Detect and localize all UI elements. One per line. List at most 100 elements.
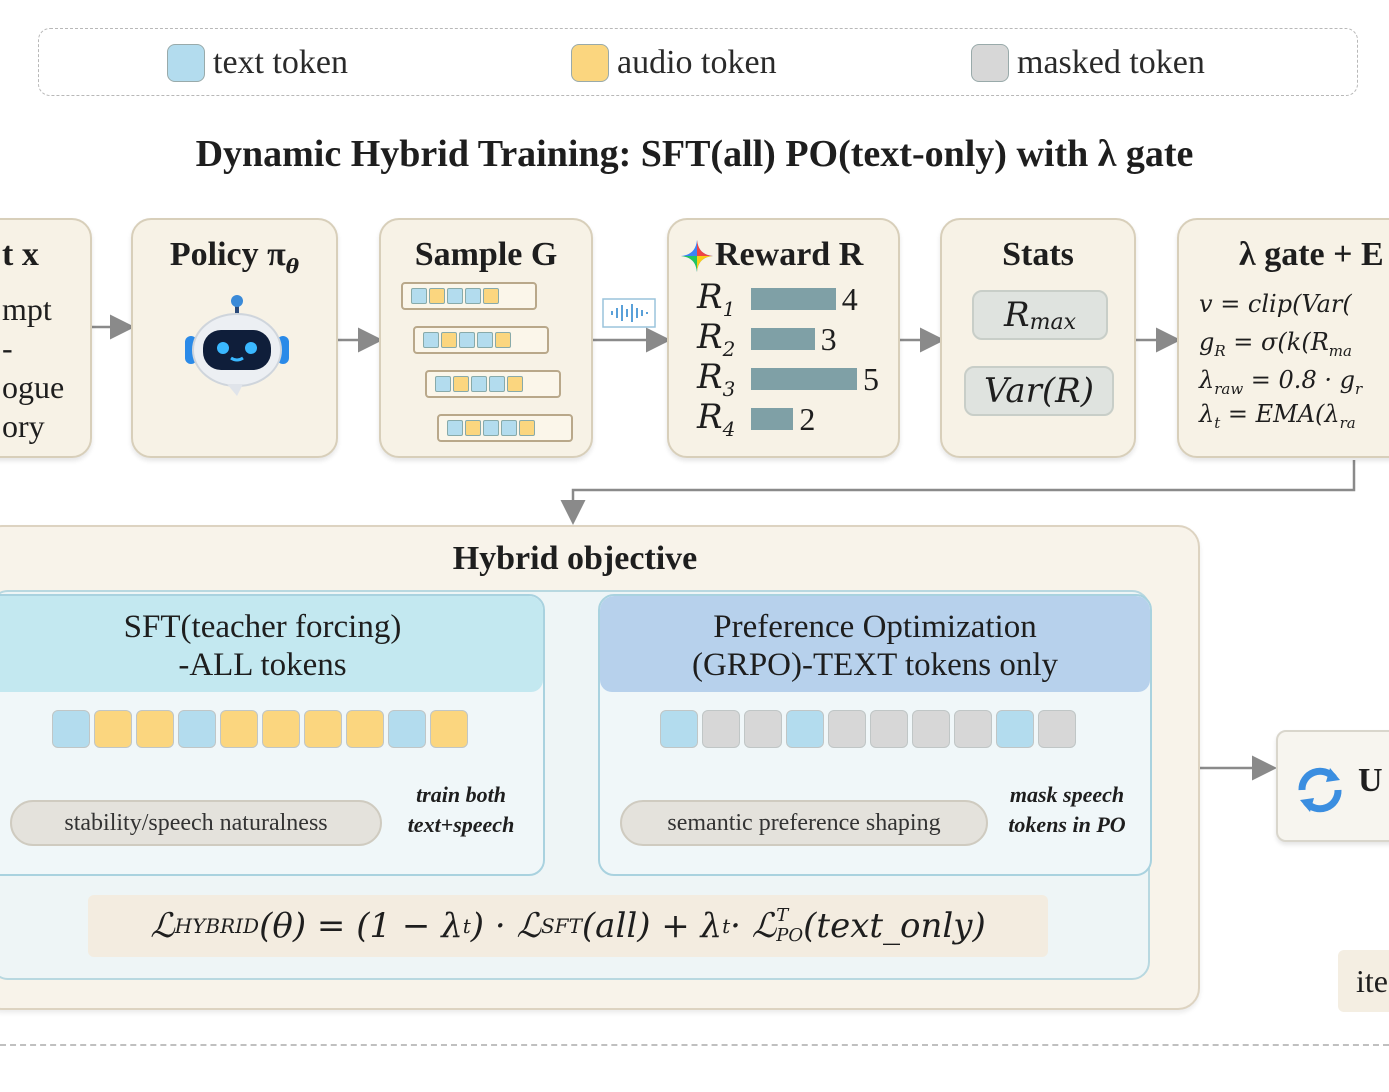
formula-sub: ma <box>1328 341 1352 360</box>
sft-note: train both text+speech <box>392 780 530 840</box>
update-label: U <box>1358 762 1383 799</box>
po-tag: semantic preference shaping <box>620 800 988 846</box>
reward-title: Reward R <box>715 236 864 273</box>
text-token <box>423 332 439 348</box>
reward-item: R4 2 <box>697 397 816 441</box>
text-token <box>447 420 463 436</box>
formula-sub: raw <box>1214 379 1244 398</box>
note-line: text+speech <box>407 812 515 837</box>
sample-row <box>437 414 573 442</box>
iter-box: ite <box>1338 950 1389 1012</box>
formula-sub: ra <box>1339 413 1356 432</box>
sample-row <box>413 326 549 354</box>
formula-sub: r <box>1354 379 1363 398</box>
text-token <box>996 710 1034 748</box>
text-token <box>388 710 426 748</box>
masked-token <box>870 710 908 748</box>
masked-token <box>828 710 866 748</box>
gate-formula-4: λt = EMA(λra <box>1199 400 1356 432</box>
gate-title: λ gate + E <box>1239 236 1384 273</box>
po-heading: Preference Optimization (GRPO)-TEXT toke… <box>600 596 1150 692</box>
formula-part: = 0.8 · g <box>1243 366 1355 394</box>
loss-sub: PO <box>776 925 804 946</box>
sample-stage: Sample G <box>379 218 593 458</box>
reward-name: R2 <box>697 317 736 361</box>
text-token-swatch <box>167 44 205 82</box>
text-token <box>471 376 487 392</box>
masked-token <box>912 710 950 748</box>
audio-wave-icon <box>602 298 656 328</box>
input-stage: t x mpt - ogue ory <box>0 218 92 458</box>
loss-sub: t <box>722 914 731 938</box>
loss-sub: t <box>462 914 471 938</box>
audio-token <box>495 332 511 348</box>
po-note: mask speech tokens in PO <box>994 780 1140 840</box>
audio-token-swatch <box>571 44 609 82</box>
legend-item-audio: audio token <box>571 43 777 83</box>
policy-subscript: θ <box>285 253 300 278</box>
legend-label: audio token <box>617 44 777 81</box>
diagram-title: Dynamic Hybrid Training: SFT(all) PO(tex… <box>195 133 1194 175</box>
loss-part: (text_only) <box>803 906 986 946</box>
masked-token <box>702 710 740 748</box>
gate-formula-1: v = clip(Var( <box>1199 290 1352 318</box>
audio-token <box>304 710 342 748</box>
formula-part: g <box>1199 328 1215 356</box>
text-token <box>660 710 698 748</box>
audio-token <box>94 710 132 748</box>
robot-icon <box>185 295 289 396</box>
sample-title: Sample G <box>414 236 558 273</box>
rmax-text: R <box>1004 295 1030 335</box>
reward-bar <box>751 368 857 390</box>
text-token <box>477 332 493 348</box>
input-title: t x <box>2 236 39 273</box>
audio-token <box>507 376 523 392</box>
bottom-divider <box>0 1044 1389 1046</box>
note-line: tokens in PO <box>1008 812 1126 837</box>
po-heading-line: Preference Optimization <box>713 609 1037 645</box>
gate-formula-3: λraw = 0.8 · gr <box>1199 366 1362 398</box>
reward-bar <box>751 408 794 430</box>
text-token <box>435 376 451 392</box>
loss-part: (θ) = (1 − λ <box>259 906 463 946</box>
formula-sub: R <box>1214 341 1226 360</box>
input-line: - <box>2 330 13 366</box>
reward-sub: 2 <box>722 336 736 361</box>
text-token <box>483 420 499 436</box>
reward-name: R3 <box>697 357 736 401</box>
sft-heading: SFT(teacher forcing) -ALL tokens <box>0 596 543 692</box>
policy-title: Policy πθ <box>133 236 336 278</box>
reward-sub: 1 <box>722 296 736 321</box>
gate-formula-2: gR = σ(k(Rma <box>1199 328 1352 360</box>
reward-name: R4 <box>697 397 736 441</box>
loss-sub: SFT <box>540 914 582 938</box>
text-token <box>459 332 475 348</box>
audio-token <box>441 332 457 348</box>
sample-row <box>425 370 561 398</box>
refresh-icon <box>1298 767 1342 813</box>
text-token <box>501 420 517 436</box>
masked-token <box>744 710 782 748</box>
input-lines: mpt - ogue ory <box>2 290 64 446</box>
sft-heading-line: SFT(teacher forcing) <box>123 609 402 645</box>
reward-value: 4 <box>841 280 858 317</box>
audio-token <box>465 420 481 436</box>
masked-token <box>954 710 992 748</box>
text-token <box>447 288 463 304</box>
formula-part: λ <box>1199 366 1215 394</box>
update-box: U <box>1276 730 1389 842</box>
sparkle-icon <box>681 240 713 272</box>
loss-part: (all) + λ <box>581 906 723 946</box>
var-pill: Var(R) <box>964 366 1114 416</box>
note-line: mask speech <box>1009 782 1125 807</box>
audio-token <box>136 710 174 748</box>
audio-token <box>262 710 300 748</box>
loss-part: ℒ <box>150 906 175 946</box>
reward-value: 2 <box>799 400 816 437</box>
legend: text token audio token masked token <box>38 28 1358 96</box>
